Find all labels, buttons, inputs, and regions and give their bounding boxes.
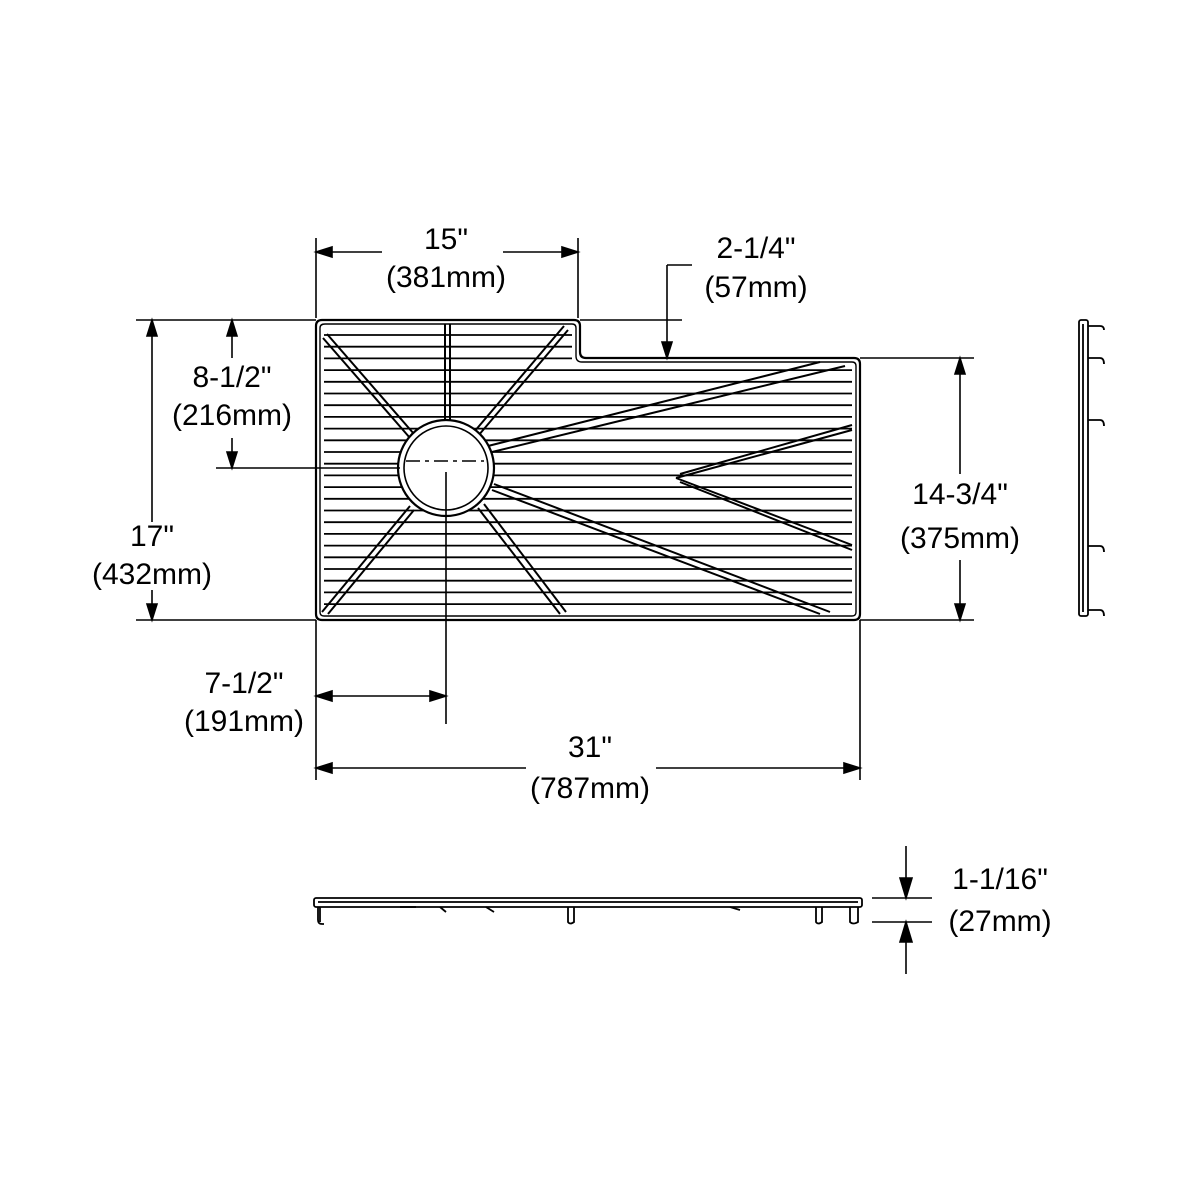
label-top-width-mm: (381mm) bbox=[386, 261, 506, 294]
radial-support-bars bbox=[321, 324, 853, 615]
label-drain-from-left-inch: 7-1/2" bbox=[204, 667, 283, 700]
front-view-bottom bbox=[313, 897, 863, 925]
label-overall-width-mm: (787mm) bbox=[530, 772, 650, 805]
label-step-depth-inch: 2-1/4" bbox=[716, 232, 795, 265]
label-height-mm: (27mm) bbox=[948, 905, 1051, 938]
label-top-width-inch: 15" bbox=[424, 223, 468, 256]
dimension-labels: 15" (381mm) 2-1/4" (57mm) 8-1/2" (216mm)… bbox=[92, 223, 1052, 938]
label-overall-depth-mm: (432mm) bbox=[92, 558, 212, 591]
dimension-lines bbox=[136, 238, 974, 780]
grid-top-view bbox=[314, 318, 862, 622]
label-step-depth-mm: (57mm) bbox=[704, 271, 807, 304]
grid-outline bbox=[314, 318, 862, 622]
label-right-depth-inch: 14-3/4" bbox=[912, 478, 1008, 511]
label-drain-from-left-mm: (191mm) bbox=[184, 705, 304, 738]
label-overall-depth-inch: 17" bbox=[130, 520, 174, 553]
height-dimension-lines bbox=[872, 846, 932, 974]
label-right-depth-mm: (375mm) bbox=[900, 522, 1020, 555]
side-view-right bbox=[1078, 319, 1105, 617]
label-height-inch: 1-1/16" bbox=[952, 863, 1048, 896]
label-drain-from-top-inch: 8-1/2" bbox=[192, 361, 271, 394]
label-drain-from-top-mm: (216mm) bbox=[172, 399, 292, 432]
grid-outline-inner bbox=[319, 323, 857, 617]
label-overall-width-inch: 31" bbox=[568, 731, 612, 764]
wires-left-zone bbox=[324, 334, 572, 360]
